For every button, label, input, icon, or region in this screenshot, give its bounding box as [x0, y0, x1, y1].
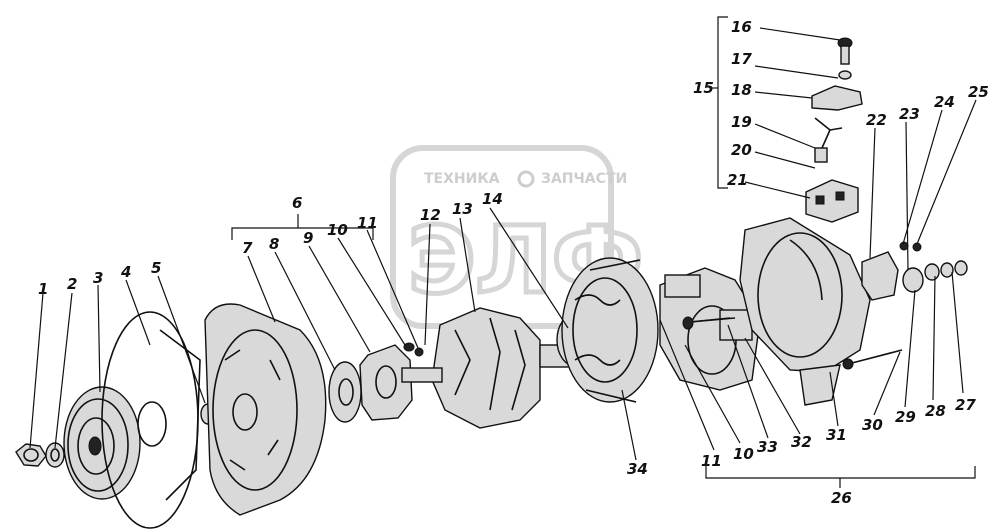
part-screws-front [403, 342, 424, 357]
callout-9: 9 [303, 229, 313, 247]
callout-18: 18 [731, 81, 752, 99]
callout-10: 10 [327, 221, 348, 239]
bracket-15 [712, 16, 728, 189]
callout-30: 30 [862, 416, 883, 434]
callout-25: 25 [968, 83, 989, 101]
leader-lines [29, 27, 977, 461]
part-brush-spring [814, 117, 843, 149]
callout-6: 6 [292, 194, 302, 212]
callout-15: 15 [693, 79, 714, 97]
part-long-bolt [842, 349, 903, 370]
callout-29: 29 [895, 408, 916, 426]
callout-8: 8 [269, 235, 279, 253]
part-terminal-set [902, 260, 968, 293]
callout-5: 5 [151, 259, 161, 277]
callout-13: 13 [452, 200, 473, 218]
callout-31: 31 [826, 426, 847, 444]
callout-23: 23 [899, 105, 920, 123]
part-brush-screw [837, 37, 853, 65]
part-brush [814, 147, 828, 163]
callout-11: 11 [357, 214, 378, 232]
callout-21: 21 [727, 171, 748, 189]
part-brush-washer [838, 70, 852, 80]
bracket-26 [705, 466, 976, 488]
callout-16: 16 [731, 18, 752, 36]
callout-28: 28 [925, 402, 946, 420]
callout-27: 27 [955, 396, 976, 414]
part-bearing-front [328, 361, 362, 423]
callout-12: 12 [420, 206, 441, 224]
callout-33: 33 [757, 438, 778, 456]
callout-32: 32 [791, 433, 812, 451]
callout-7: 7 [242, 239, 253, 257]
part-bolt-33 [682, 316, 731, 330]
part-fan [101, 311, 201, 529]
callout-1: 1 [38, 280, 48, 298]
callout-19: 19 [731, 113, 752, 131]
callout-14: 14 [482, 190, 503, 208]
callout-10-lower: 10 [733, 445, 754, 463]
part-brush-plate [811, 85, 863, 111]
callout-24: 24 [934, 93, 955, 111]
callout-34: 34 [627, 460, 648, 478]
part-rectifier [659, 267, 761, 391]
part-nut [15, 443, 47, 467]
part-rear-cover [739, 217, 871, 406]
gear-icon [517, 170, 535, 188]
bracket-6 [231, 214, 374, 240]
callout-22: 22 [866, 111, 887, 129]
callout-26: 26 [831, 489, 852, 507]
callout-4: 4 [120, 263, 131, 281]
part-rear-cap [861, 251, 899, 301]
part-front-cover [204, 303, 327, 516]
callout-17: 17 [731, 50, 752, 68]
callout-3: 3 [93, 269, 103, 287]
part-bearing-plate [359, 344, 413, 421]
watermark-text-right: ЗАПЧАСТИ [541, 171, 627, 187]
part-brush-holder [805, 179, 859, 223]
part-stator [561, 257, 659, 403]
callout-20: 20 [731, 141, 752, 159]
callout-2: 2 [67, 275, 77, 293]
watermark-text-left: ТЕХНИКА [424, 171, 500, 187]
callout-11-lower: 11 [701, 452, 722, 470]
part-pulley [63, 386, 141, 500]
callouts: 1 2 3 4 5 6 7 8 9 10 11 12 13 14 15 16 1… [38, 18, 989, 507]
